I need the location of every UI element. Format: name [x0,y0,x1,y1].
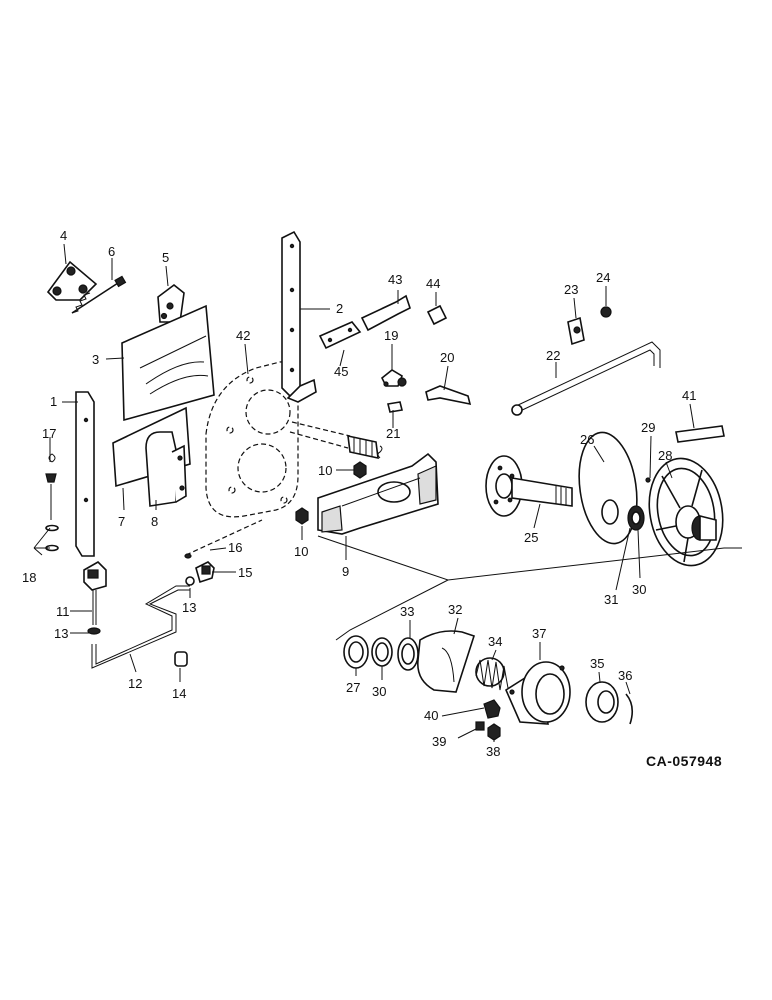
callout-23: 23 [564,282,578,297]
part-25-spindle [485,455,573,517]
part-27-ring [343,635,369,669]
part-5-plate [157,283,185,323]
callout-40: 40 [424,708,438,723]
callout-2: 2 [336,301,343,316]
callout-20: 20 [440,350,454,365]
callout-13: 13 [182,600,196,615]
part-14-pin [174,651,188,667]
part-18-washers [45,524,59,552]
callout-1: 1 [50,394,57,409]
part-20-lever [425,385,472,406]
callout-16: 16 [228,540,242,555]
part-40-plug [483,699,501,719]
part-2-channel [281,230,317,403]
callout-18: 18 [22,570,36,585]
part-21-key [387,401,403,413]
callout-37: 37 [532,626,546,641]
part-1-bar [75,391,95,557]
callout-30: 30 [372,684,386,699]
callout-10: 10 [294,544,308,559]
part-8-housing [145,431,187,507]
part-36-snapring [625,693,634,725]
callout-27: 27 [346,680,360,695]
part-16-pin [184,519,263,559]
callout-35: 35 [590,656,604,671]
callout-33: 33 [400,604,414,619]
callout-39: 39 [432,734,446,749]
part-11-shaft [83,561,107,635]
part-31-bushing [627,477,651,531]
callout-15: 15 [238,565,252,580]
part-22-rod [511,341,661,416]
part-38-nut [487,723,501,741]
part-4-bracket [46,260,98,301]
callout-31: 31 [604,592,618,607]
callout-9: 9 [342,564,349,579]
callout-42: 42 [236,328,250,343]
part-43-bracket [360,294,411,332]
part-13-washer-upper [185,576,195,586]
part-6-bolt [71,275,127,314]
part-10-nut-lower [295,507,309,525]
part-45-plate [318,321,362,350]
callouts: 4 6 5 3 1 17 7 8 18 11 13 12 14 13 15 16… [22,228,696,759]
part-19-clip [380,369,407,387]
callout-44: 44 [426,276,440,291]
callout-22: 22 [546,348,560,363]
callout-4: 4 [60,228,67,243]
part-17-spring [45,453,57,520]
callout-12: 12 [128,676,142,691]
part-30-oring [371,637,393,667]
part-37-bearing [504,661,571,725]
callout-14: 14 [172,686,186,701]
part-23-clip [567,316,585,346]
part-34-spring [475,657,509,691]
drawing-code: CA-057948 [646,753,722,769]
part-12-rod [91,585,190,669]
part-35-collar [585,681,619,723]
callout-36: 36 [618,668,632,683]
callout-30: 30 [632,582,646,597]
callout-41: 41 [682,388,696,403]
leader-lines [33,243,695,742]
callout-10: 10 [318,463,332,478]
part-26-disc [578,431,638,545]
part-33-seal [397,637,419,671]
callout-38: 38 [486,744,500,759]
callout-11: 11 [56,604,70,619]
part-41-shim [675,425,725,443]
callout-13: 13 [54,626,68,641]
callout-19: 19 [384,328,398,343]
part-44-clip [426,304,448,326]
callout-6: 6 [108,244,115,259]
part-32-yoke [417,630,476,693]
part-24-nut [600,306,612,318]
callout-21: 21 [386,426,400,441]
part-9-cradle [317,452,439,535]
part-39-bolt [457,721,485,739]
callout-24: 24 [596,270,610,285]
callout-5: 5 [162,250,169,265]
gearbox-shaft [289,421,383,460]
callout-28: 28 [658,448,672,463]
callout-26: 26 [580,432,594,447]
callout-17: 17 [42,426,56,441]
callout-45: 45 [334,364,348,379]
callout-8: 8 [151,514,158,529]
callout-25: 25 [524,530,538,545]
callout-32: 32 [448,602,462,617]
callout-34: 34 [488,634,502,649]
part-10-nut-upper [353,461,367,479]
part-3-shield [121,304,215,422]
assembly-boundary [317,535,742,641]
callout-29: 29 [641,420,655,435]
part-15-fitting [195,561,215,584]
callout-43: 43 [388,272,402,287]
part-28-wheel [648,457,724,567]
callout-3: 3 [92,352,99,367]
callout-7: 7 [118,514,125,529]
